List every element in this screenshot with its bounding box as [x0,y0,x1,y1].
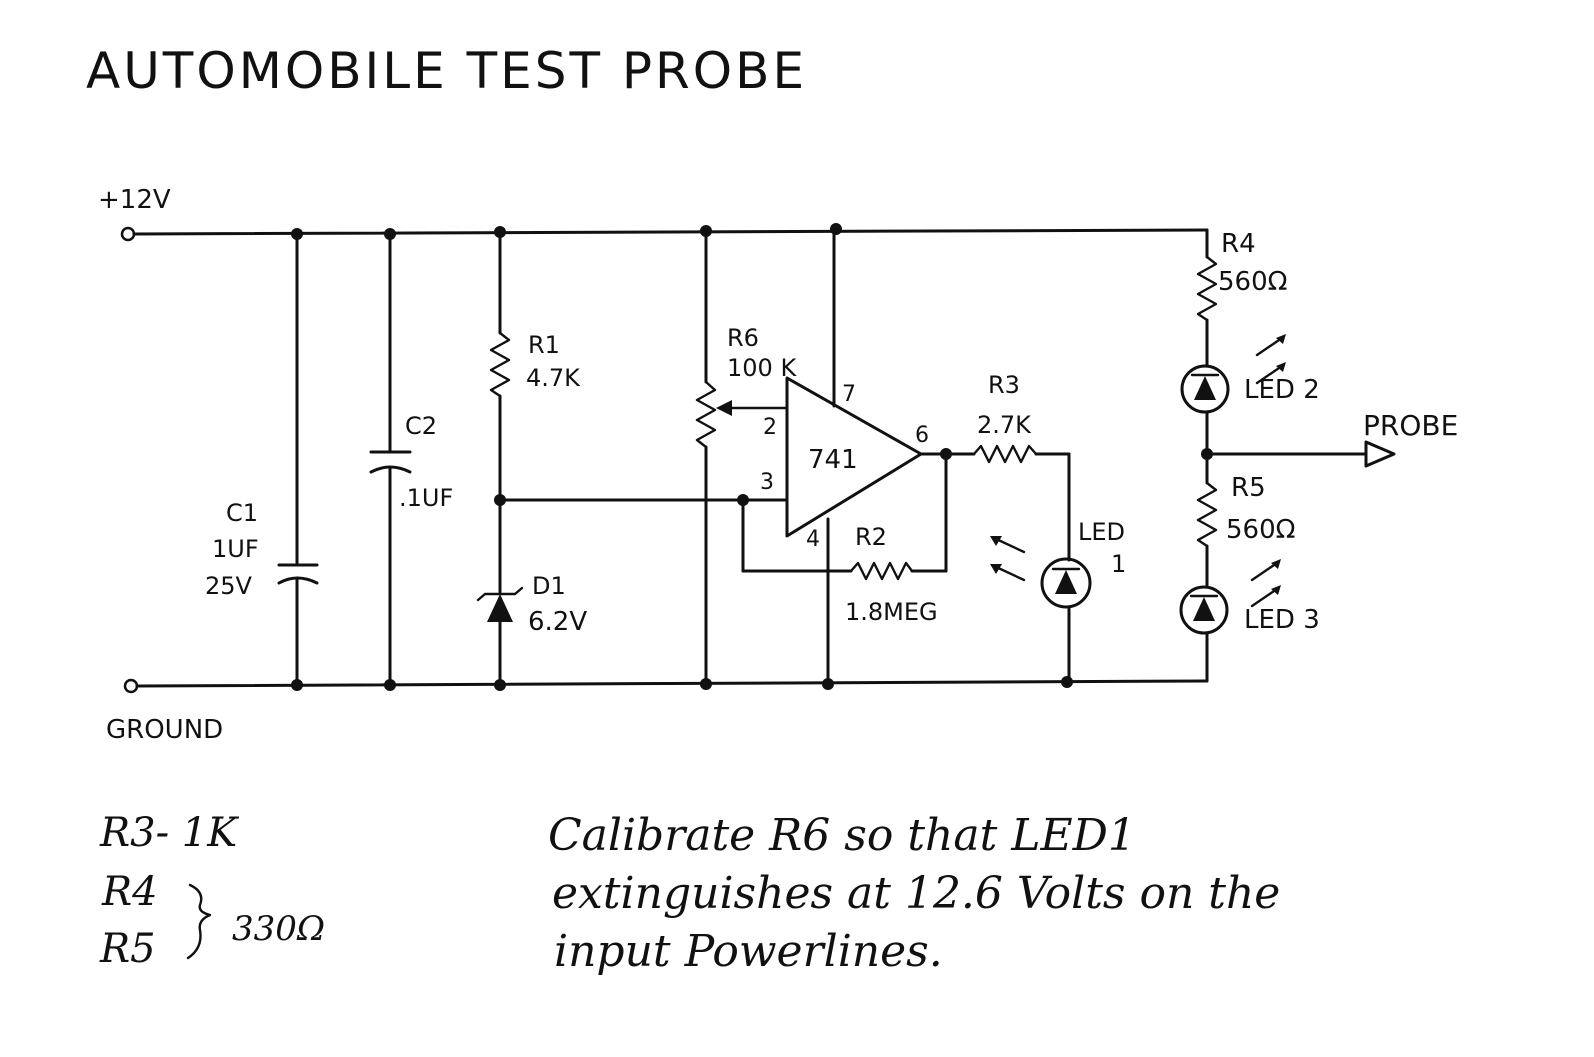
junction-dots [291,223,1213,691]
ground-rail [123,678,1209,694]
supply-label: +12V [98,185,171,215]
pin-7-label: 7 [842,382,856,407]
resistor-r3 [944,444,1071,464]
note-r4: R4 [101,869,158,915]
led1-label: LED [1078,518,1125,546]
r4-value: 560Ω [1218,267,1288,297]
resistor-r1 [489,230,511,502]
wiper-arrow-icon [716,400,732,416]
led-2 [1180,334,1286,456]
pin-3-label: 3 [760,470,774,495]
led1-number: 1 [1111,550,1126,578]
resistor-r5 [1196,452,1218,588]
potentiometer-r6 [695,229,789,686]
note-substitute-value: 330Ω [232,909,325,949]
note-r3-substitution: R3- 1K [99,810,239,856]
c1-label: C1 [226,499,258,527]
led-1 [990,452,1092,684]
pin-2-label: 2 [763,415,777,440]
d1-label: D1 [532,572,566,600]
resistor-r4 [1196,228,1218,368]
r2-value: 1.8MEG [845,598,938,626]
pin-4-label: 4 [806,527,820,552]
note-r5: R5 [99,926,156,972]
calibration-note-line-2: extinguishes at 12.6 Volts on the [552,868,1280,919]
r3-value: 2.7K [977,411,1032,439]
light-arrows-icon [1250,559,1281,608]
r2-label: R2 [855,523,887,551]
supply-terminal [120,226,136,242]
r5-label: R5 [1231,473,1266,503]
pin-6-label: 6 [915,423,929,448]
r5-value: 560Ω [1226,515,1296,545]
led3-label: LED 3 [1244,605,1320,635]
c2-value: .1UF [399,484,453,512]
c2-label: C2 [405,412,437,440]
schematic-title: AUTOMOBILE TEST PROBE [86,42,807,100]
r6-label: R6 [727,324,759,352]
led2-label: LED 2 [1244,375,1320,405]
opamp-label: 741 [808,445,858,475]
calibration-note-line-3: input Powerlines. [554,926,943,977]
calibration-note-line-1: Calibrate R6 so that LED1 [548,810,1136,861]
supply-rail [120,226,1209,242]
zener-diode-d1 [476,498,524,687]
ground-label: GROUND [106,715,223,745]
c1-rating: 25V [205,572,253,600]
ground-terminal [123,678,139,694]
c1-value: 1UF [212,535,259,563]
light-arrows-icon [990,536,1026,582]
r3-label: R3 [988,371,1020,399]
r1-label: R1 [528,331,560,359]
brace-icon [186,883,212,960]
probe-output [1205,440,1396,468]
probe-arrow-icon [1364,440,1396,468]
capacitor-c2 [369,232,412,687]
light-arrows-icon [1255,334,1286,385]
r4-label: R4 [1221,229,1256,259]
resistor-r2 [741,452,948,581]
d1-value: 6.2V [528,607,587,637]
led-3 [1179,559,1281,683]
capacitor-c1 [277,232,319,687]
r1-value: 4.7K [526,364,581,392]
probe-label: PROBE [1363,409,1458,442]
